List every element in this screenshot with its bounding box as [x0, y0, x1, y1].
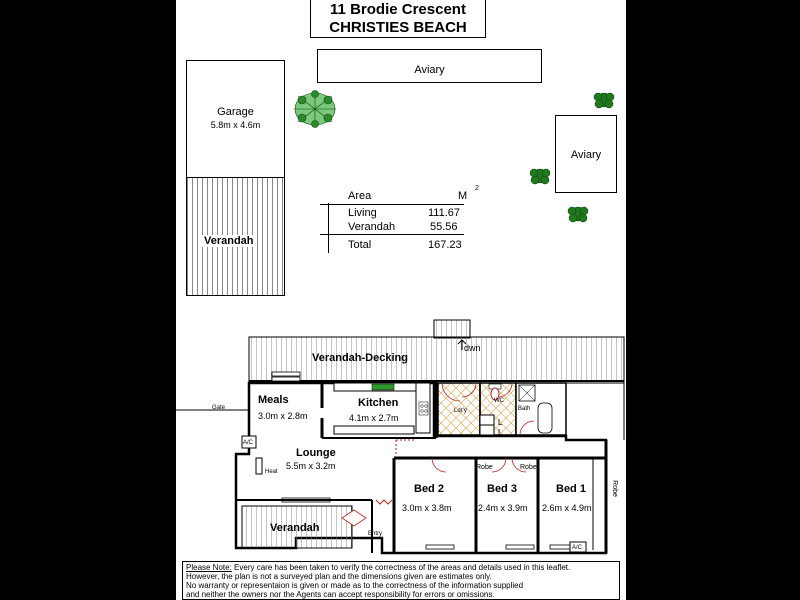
bath-icon [537, 402, 553, 434]
bath-label: Bath [518, 406, 531, 412]
floorplan-page: 11 Brodie Crescent CHRISTIES BEACH Aviar… [176, 0, 626, 600]
door-swing-icon [497, 382, 513, 398]
verandah-decking [248, 336, 625, 384]
heat-label: Heat [265, 469, 278, 475]
wc-label: WC [494, 398, 504, 404]
aviary-right: Aviary [555, 115, 617, 193]
bed3-size: 2.4m x 3.9m [478, 503, 528, 513]
door-swing-icon [441, 382, 461, 402]
garage: Garage 5.8m x 4.6m [186, 60, 285, 178]
verandah-left: Verandah [186, 177, 285, 296]
shrub-icon [529, 168, 551, 185]
garage-size: 5.8m x 4.6m [210, 120, 261, 130]
garage-label: Garage [217, 106, 254, 118]
address-line2: CHRISTIES BEACH [329, 19, 467, 36]
aviary-top-label: Aviary [414, 64, 445, 76]
area-row-verandah: Verandah 55.56 [320, 221, 480, 237]
entry-label: Entry [368, 531, 383, 537]
ac-left-label: A/C [243, 440, 254, 446]
kitchen-size: 4.1m x 2.7m [349, 413, 399, 423]
shrub-icon [593, 92, 615, 109]
lounge-label: Lounge [296, 447, 336, 459]
linen-label-2: L [498, 428, 503, 437]
floorplan-drawing [176, 319, 625, 555]
dwn-label: dwn [464, 343, 481, 353]
area-table-rule [320, 234, 464, 235]
area-table: Area M 2 Living 111.67 Verandah 55.56 To… [320, 185, 480, 254]
lounge-size: 5.5m x 3.2m [286, 461, 336, 471]
linen-label-1: L [498, 418, 503, 427]
meals-label: Meals [258, 394, 289, 406]
area-row-label: Verandah [348, 221, 396, 233]
area-table-rule [320, 204, 464, 205]
shrub-icon [567, 206, 589, 223]
door-swing-icon [431, 457, 447, 473]
stove-icon [418, 401, 429, 416]
note-line1: Every care has been taken to verify the … [231, 563, 571, 572]
sink-icon [371, 383, 395, 391]
robe-label-1: Robe [476, 464, 493, 471]
bed2-size: 3.0m x 3.8m [402, 503, 452, 513]
gate-label: Gate [212, 405, 226, 411]
kitchen-label: Kitchen [358, 397, 399, 409]
address-line1: 11 Brodie Crescent [330, 1, 466, 18]
area-row-total: Total 167.23 [320, 239, 480, 254]
verandah-front-label: Verandah [270, 522, 320, 534]
area-header-row: Area M 2 [320, 185, 480, 202]
door-swing-icon [461, 382, 477, 398]
note-line2: However, the plan is not a surveyed plan… [186, 572, 492, 581]
area-row-value: 55.56 [430, 221, 458, 233]
area-total-value: 167.23 [428, 239, 462, 251]
robe-label-3: Robe [610, 480, 618, 497]
area-header-unit: M [458, 190, 468, 202]
verandah-left-label: Verandah [201, 235, 257, 247]
area-header-label: Area [348, 190, 372, 202]
bed1-size: 2.6m x 4.9m [542, 503, 592, 513]
aviary-top: Aviary [317, 49, 542, 83]
deck-steps [433, 319, 471, 339]
robe-label-2: Robe [520, 464, 537, 471]
note-heading: Please Note: [186, 563, 232, 572]
note-line4: and neither the owners nor the Agents ca… [186, 590, 495, 599]
area-table-vrule [328, 203, 329, 253]
verandah-decking-label: Verandah-Decking [312, 352, 408, 364]
area-total-label: Total [348, 239, 372, 251]
door-swing-icon [511, 457, 527, 473]
bed1-label: Bed 1 [556, 483, 586, 495]
aviary-right-label: Aviary [570, 149, 602, 161]
note-line3: No warranty or representaion is given or… [186, 581, 524, 590]
laundry-label: Ldr'y [454, 408, 467, 414]
ac-bottom-label: A/C [572, 545, 583, 551]
title-box: 11 Brodie Crescent CHRISTIES BEACH [310, 0, 486, 38]
door-swing-icon [519, 420, 535, 436]
area-row-value: 111.67 [428, 207, 461, 219]
bed2-label: Bed 2 [414, 483, 444, 495]
area-header-unit-sup: 2 [475, 185, 479, 192]
door-swing-icon [491, 457, 507, 473]
tree-icon [294, 90, 336, 128]
disclaimer-note: Please Note: Every care has been taken t… [182, 561, 620, 600]
meals-size: 3.0m x 2.8m [258, 411, 308, 421]
area-row-living: Living 111.67 [320, 207, 480, 222]
toilet-icon [490, 387, 500, 401]
door-swing-icon [341, 509, 367, 527]
area-row-label: Living [348, 207, 377, 219]
bed3-label: Bed 3 [487, 483, 517, 495]
